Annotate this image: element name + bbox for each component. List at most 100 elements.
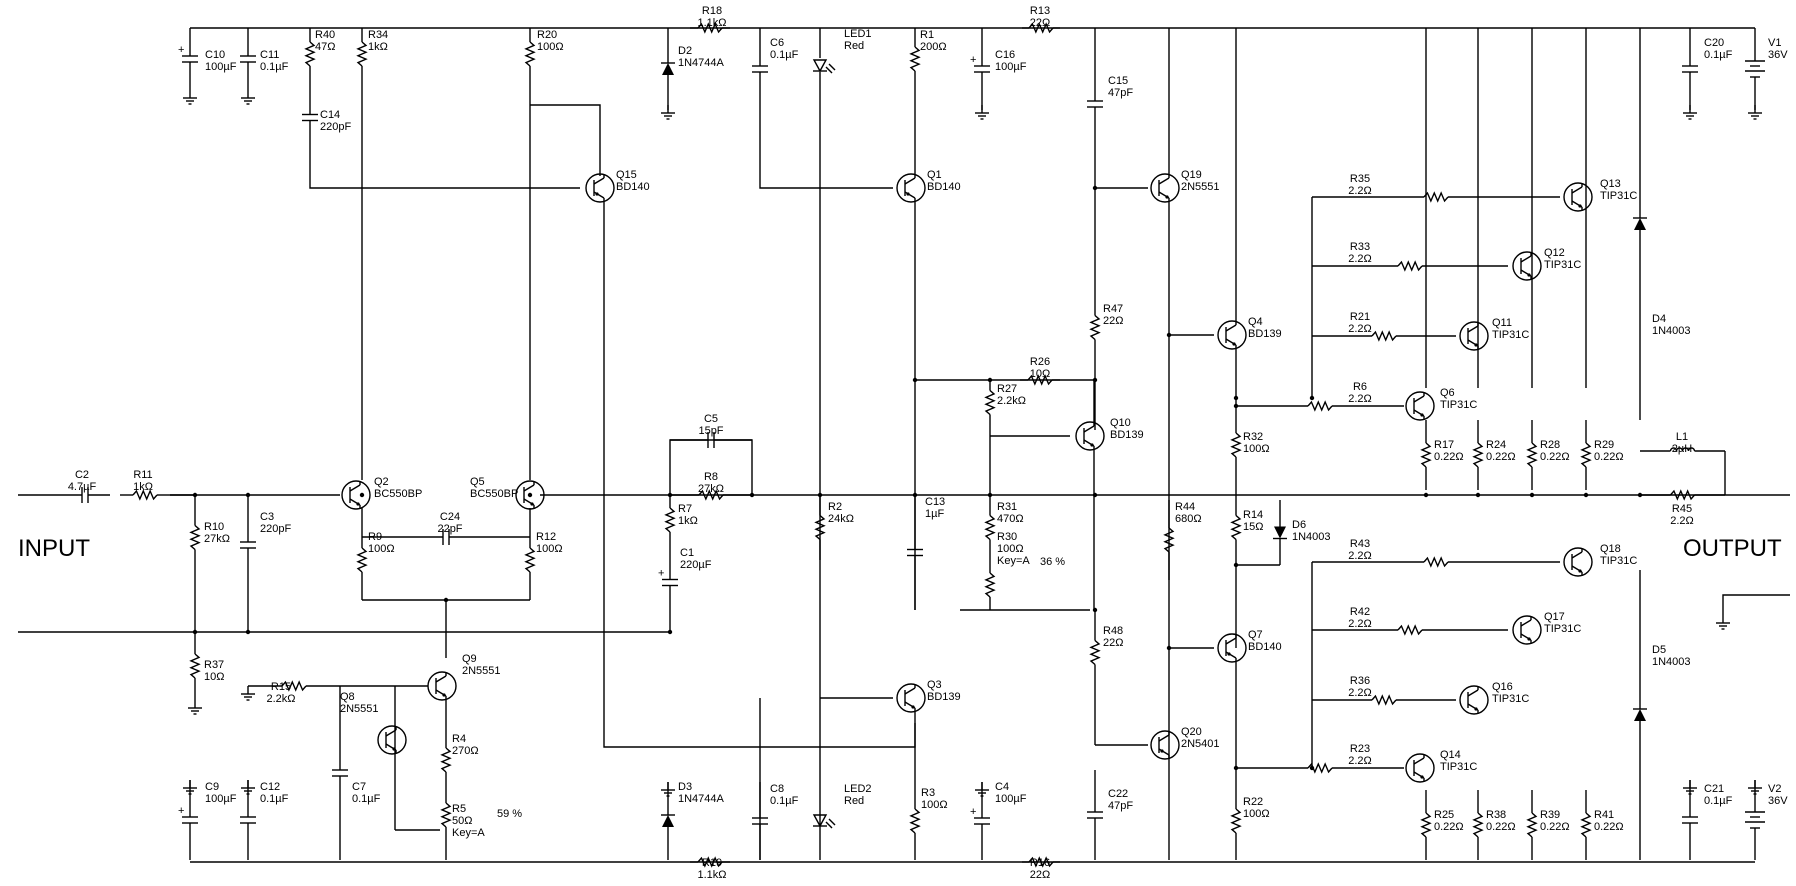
r38-value: 0.22Ω [1486,821,1516,833]
q11-value: TIP31C [1492,329,1529,341]
r13-value: 22Ω [1030,17,1050,29]
r24-ref: R24 [1486,439,1506,451]
q13-ref: Q13 [1600,178,1621,190]
r30-resistor [984,560,996,610]
q20-value: 2N5401 [1181,738,1220,750]
c12-capacitor [240,780,256,860]
r24-resistor [1472,420,1484,490]
r19-value: 1.1kΩ [697,869,726,881]
r25-resistor [1420,790,1432,860]
r36-value: 2.2Ω [1348,687,1372,699]
q19-transistor [1150,173,1180,203]
r43-ref: R43 [1350,538,1370,550]
r29-value: 0.22Ω [1594,451,1624,463]
r34-resistor [356,28,368,80]
c20-capacitor [1682,28,1698,110]
c7-ref: C7 [352,781,366,793]
q12-ref: Q12 [1544,247,1565,259]
c5-ref: C5 [704,413,718,425]
d3-diode [661,782,675,860]
r38-ref: R38 [1486,809,1506,821]
r42-resistor [1312,624,1508,636]
q2-transistor [341,480,371,510]
r40-ref: R40 [315,29,335,41]
ground-symbol [975,105,989,120]
q18-ref: Q18 [1600,543,1621,555]
r8-resistor [670,489,752,501]
d4-diode [1633,28,1647,420]
led2-ref: LED2 [844,783,872,795]
r30-ref: R30 [997,531,1017,543]
r6-ref: R6 [1353,381,1367,393]
r5-setting: 59 % [497,808,522,820]
q8-transistor [377,725,407,755]
q6-value: TIP31C [1440,399,1477,411]
q5-transistor [515,480,545,510]
r28-resistor [1526,420,1538,490]
c15-value: 47pF [1108,87,1133,99]
ground-symbol [661,782,675,797]
r25-value: 0.22Ω [1434,821,1464,833]
l1-ref: L1 [1676,431,1688,443]
r28-value: 0.22Ω [1540,451,1570,463]
c24-value: 22pF [437,523,462,535]
r20-ref: R20 [537,29,557,41]
c6-value: 0.1µF [770,49,799,61]
ground-symbol [183,90,197,105]
r9-value: 100Ω [368,543,395,555]
d5-diode [1633,570,1647,860]
q7-ref: Q7 [1248,629,1263,641]
c1-plus: + [658,568,664,580]
c14-capacitor [302,80,318,155]
r10-ref: R10 [204,521,224,533]
q14-ref: Q14 [1440,749,1461,761]
c9-value: 100µF [205,793,237,805]
l1-inductor [1640,447,1725,452]
q11-ref: Q11 [1492,317,1512,329]
r31-resistor [984,495,996,560]
v1-value: 36V [1768,49,1788,61]
d2-diode [661,28,675,110]
d4-ref: D4 [1652,313,1666,325]
r42-value: 2.2Ω [1348,618,1372,630]
q14-transistor [1405,753,1435,783]
c2-value: 4.7µF [68,481,97,493]
c10-plus: + [178,44,184,56]
r7-resistor [664,495,676,545]
r12-resistor [524,520,536,600]
r45-ref: R45 [1672,503,1692,515]
c7-capacitor [332,686,348,860]
c22-value: 47pF [1108,800,1133,812]
r28-ref: R28 [1540,439,1560,451]
q15-value: BD140 [616,181,650,193]
r15-ref: R15 [271,681,291,693]
r3-ref: R3 [921,787,935,799]
r7-ref: R7 [678,503,692,515]
q19-ref: Q19 [1181,169,1202,181]
r20-value: 100Ω [537,41,564,53]
ground-symbol [183,780,197,795]
q12-value: TIP31C [1544,259,1581,271]
c14-ref: C14 [320,109,340,121]
c20-ref: C20 [1704,37,1724,49]
r27-resistor [984,380,996,425]
r19-ref: R19 [702,857,722,869]
q14-value: TIP31C [1440,761,1477,773]
r4-ref: R4 [452,733,466,745]
q8-ref: Q8 [340,691,355,703]
r22-value: 100Ω [1243,808,1270,820]
r41-value: 0.22Ω [1594,821,1624,833]
c10-ref: C10 [205,49,225,61]
r29-resistor [1580,420,1592,490]
r3-resistor [909,782,921,860]
r17-ref: R17 [1434,439,1454,451]
v2-supply [1745,780,1765,860]
q4-ref: Q4 [1248,316,1263,328]
c7-value: 0.1µF [352,793,381,805]
c16-ref: C16 [995,49,1015,61]
r26-value: 10Ω [1030,368,1050,380]
r32-value: 100Ω [1243,443,1270,455]
c1-ref: C1 [680,547,694,559]
q10-ref: Q10 [1110,417,1131,429]
